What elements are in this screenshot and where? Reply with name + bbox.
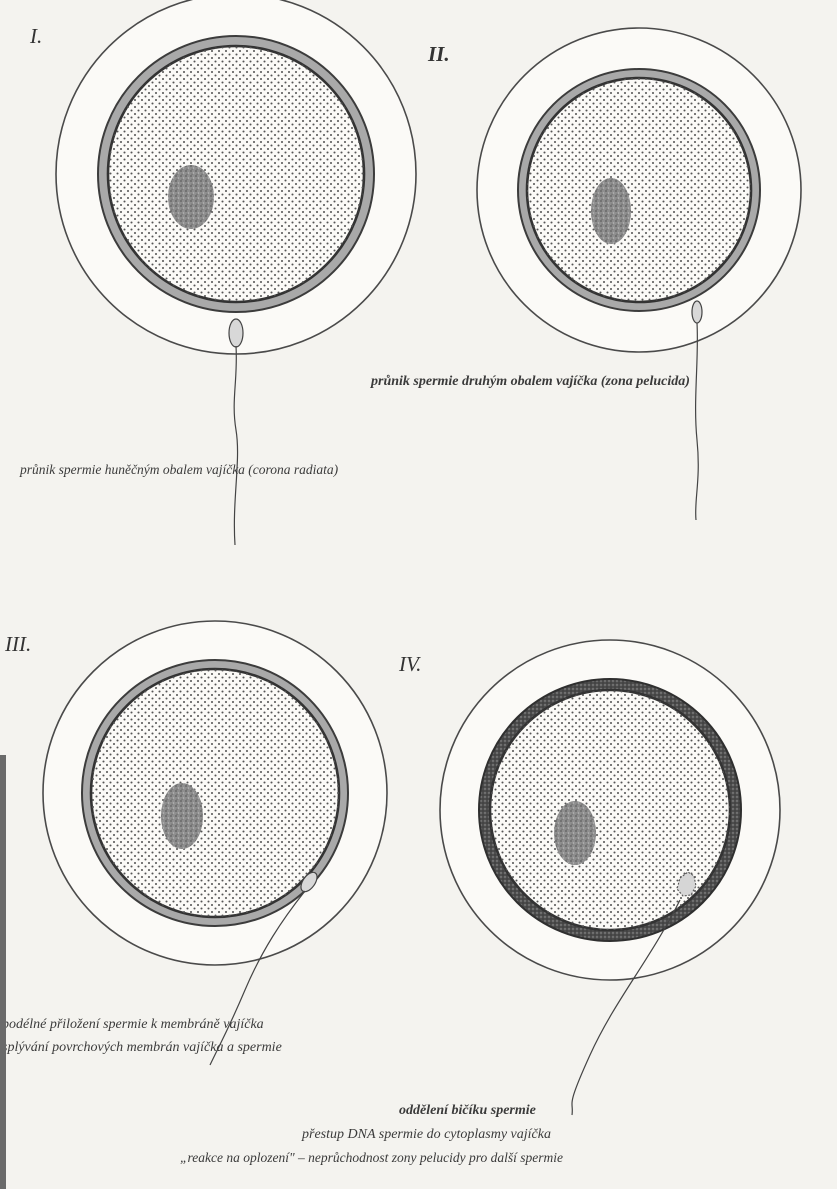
stage-3-egg [43, 621, 387, 1065]
sperm-tail [696, 323, 699, 520]
stage-numeral-1: I. [30, 24, 42, 49]
stage-4-caption-line-2: přestup DNA spermie do cytoplasmy vajíčk… [302, 1127, 551, 1143]
stage-numeral-3: III. [5, 632, 31, 657]
sperm-tail [234, 346, 237, 545]
nucleus [161, 783, 203, 849]
stage-numeral-2: II. [428, 42, 450, 67]
nucleus [168, 165, 214, 229]
stage-3-caption-line-1: podélné přiložení spermie k membráně vaj… [2, 1017, 264, 1033]
stage-4-caption-line-3: „reakce na oplození" – neprůchodnost zon… [180, 1150, 563, 1166]
sperm-head [229, 319, 243, 347]
nucleus [591, 178, 631, 244]
stage-4-egg [440, 640, 780, 1115]
stage-4-caption-line-1: oddělení bičíku spermie [399, 1103, 536, 1119]
sperm-head [692, 301, 702, 323]
stage-2-egg [477, 28, 801, 520]
stage-1-caption: průnik spermie huněčným obalem vajíčka (… [20, 462, 338, 478]
scan-edge [0, 755, 6, 1189]
nucleus [554, 801, 596, 865]
stage-3-caption-line-2: splývání povrchových membrán vajíčka a s… [2, 1040, 282, 1056]
stage-2-caption: průnik spermie druhým obalem vajíčka (zo… [371, 374, 690, 390]
stage-numeral-4: IV. [399, 652, 421, 677]
